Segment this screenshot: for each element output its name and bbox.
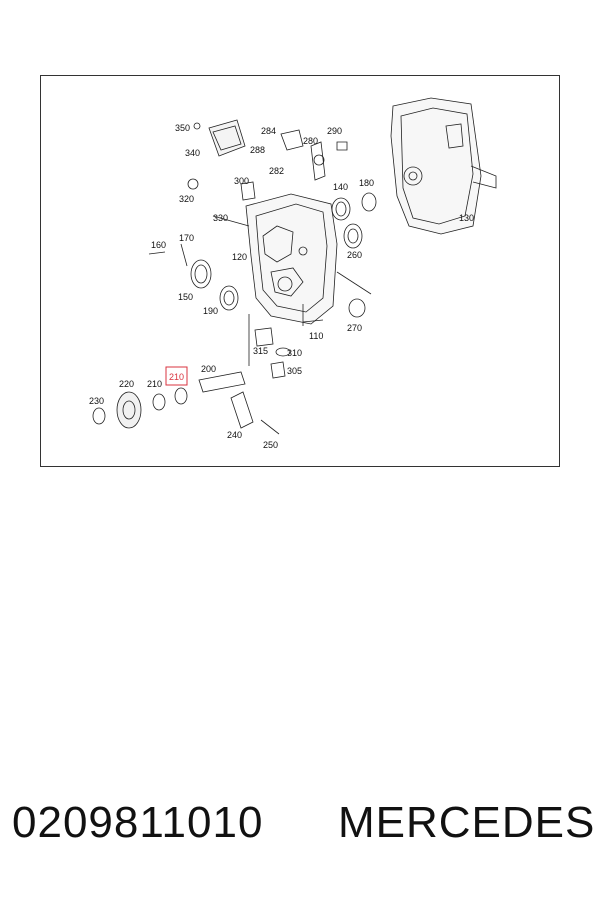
rear-housing — [390, 97, 482, 235]
label-200: 200 — [201, 364, 216, 374]
label-150: 150 — [178, 292, 193, 302]
shaft-200 — [198, 371, 246, 393]
label-110: 110 — [309, 331, 323, 341]
label-282: 282 — [269, 166, 284, 176]
label-350: 350 — [175, 123, 190, 133]
label-260: 260 — [347, 250, 362, 260]
label-230: 230 — [89, 396, 104, 406]
part-number: 0209811010 — [12, 798, 264, 847]
label-120: 120 — [232, 252, 247, 262]
label-190: 190 — [203, 306, 218, 316]
label-250: 250 — [263, 440, 278, 450]
label-180: 180 — [359, 178, 374, 188]
label-210-highlighted: 210 — [169, 372, 184, 382]
label-305: 305 — [287, 366, 302, 376]
footer: 0209811010 MERCEDES — [0, 790, 600, 870]
label-300: 300 — [234, 176, 249, 186]
label-310: 310 — [287, 348, 302, 358]
label-284: 284 — [261, 126, 276, 136]
label-290: 290 — [327, 126, 342, 136]
cover-340 — [208, 119, 246, 157]
label-130: 130 — [459, 213, 474, 223]
label-288: 288 — [250, 145, 265, 155]
label-330: 330 — [213, 213, 228, 223]
label-210: 210 — [147, 379, 162, 389]
transfer-case-housing — [245, 193, 338, 325]
label-220: 220 — [119, 379, 134, 389]
label-340: 340 — [185, 148, 200, 158]
label-315: 315 — [253, 346, 268, 356]
highlight-box-210 — [165, 366, 188, 386]
brand-name: MERCEDES — [338, 798, 596, 847]
label-280: 280 — [303, 136, 318, 146]
label-320: 320 — [179, 194, 194, 204]
label-270: 270 — [347, 323, 362, 333]
label-240: 240 — [227, 430, 242, 440]
exploded-view-drawing: 350 340 284 288 282 280 290 300 320 330 … — [89, 97, 497, 450]
label-140: 140 — [333, 182, 348, 192]
label-170: 170 — [179, 233, 194, 243]
gear-220 — [116, 391, 142, 429]
label-160: 160 — [151, 240, 166, 250]
plate-240 — [230, 391, 254, 429]
parts-diagram: 350 340 284 288 282 280 290 300 320 330 … — [40, 75, 560, 467]
